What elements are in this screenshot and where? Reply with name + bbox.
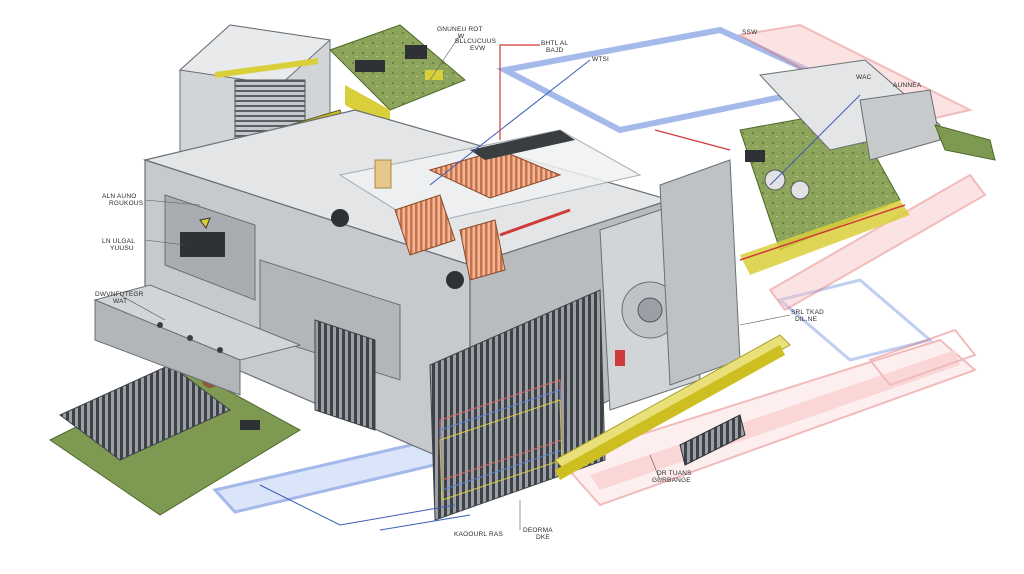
label-left-c: DWVNFUTEGR: [95, 291, 144, 298]
label-top-b2: EVW: [470, 45, 486, 52]
label-left-c2: WAT: [113, 298, 128, 305]
label-right-c: AUNNEA: [893, 82, 922, 89]
label-top-a2: W: [458, 33, 465, 40]
right-pcb-board: [739, 109, 910, 275]
label-bottom-b: DEORMA: [523, 527, 553, 534]
top-pcb-board: [329, 24, 466, 130]
left-heatsink-board: [49, 364, 302, 516]
label-mid-right-b: DR TUANS: [657, 470, 692, 477]
label-bottom-b2: DKE: [536, 534, 550, 541]
yellow-rail-bar: [554, 334, 791, 480]
label-left-b2: YUUSU: [110, 245, 134, 252]
label-top-b: BLLCUCUUS: [455, 38, 497, 45]
label-top-a: GNUNEU ROT: [437, 26, 483, 33]
label-mid-right-a: SRL TKAD: [791, 309, 825, 316]
label-mid-right-a2: DIL.NE: [795, 316, 818, 323]
label-top-c2: BAJD: [546, 47, 564, 54]
label-bottom-a: KAOOURL RAS: [454, 531, 503, 538]
label-left-a: ALN AUNO: [102, 193, 137, 200]
label-top-c: BHTL AL: [541, 40, 569, 47]
label-right-b: WAC: [856, 74, 872, 81]
left-connector-bracket: [93, 284, 302, 396]
label-top-d: WTSI: [592, 56, 610, 63]
label-left-b: LN ULGAL: [102, 238, 136, 245]
label-right-a: SSW: [742, 29, 758, 36]
leader-lines: [259, 59, 861, 531]
label-mid-right-b2: GURBANGE: [652, 477, 691, 484]
label-left-a2: RGUKOUS: [109, 200, 144, 207]
side-panel-fan: [599, 159, 741, 411]
